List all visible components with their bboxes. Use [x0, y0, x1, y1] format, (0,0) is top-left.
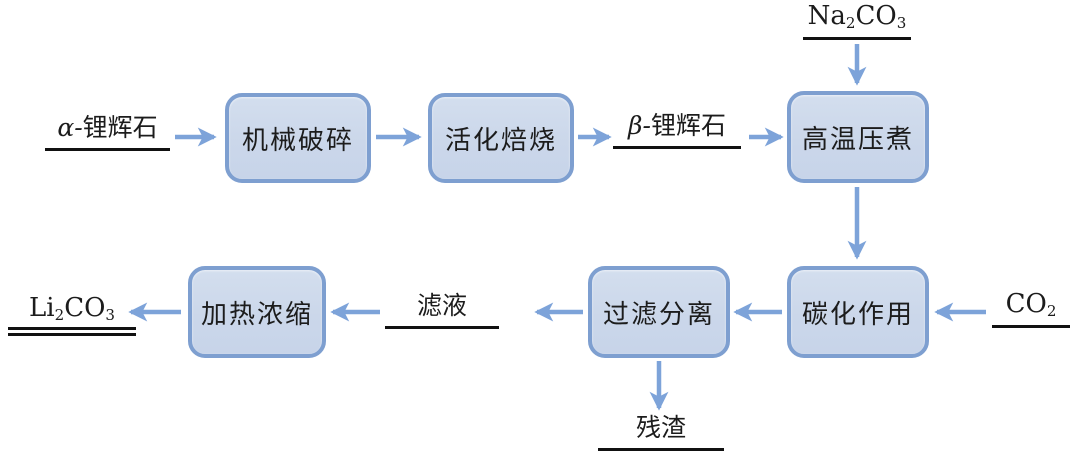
label-text: 滤液 — [416, 291, 467, 320]
label-text: 残渣 — [635, 413, 686, 442]
label-text: Li2CO3 — [29, 293, 115, 324]
label-beta-spodumene: β-锂辉石 — [613, 111, 741, 149]
process-box-filtration-separation: 过滤分离 — [588, 266, 730, 358]
process-box-label: 高温压煮 — [801, 124, 914, 155]
process-box-label: 活化焙烧 — [444, 125, 557, 156]
process-box-label: 加热浓缩 — [200, 299, 313, 330]
process-box-label: 碳化作用 — [801, 299, 914, 330]
process-box-activation-roasting: 活化焙烧 — [428, 93, 574, 183]
process-box-label: 机械破碎 — [241, 125, 354, 156]
process-box-mechanical-crushing: 机械破碎 — [225, 93, 371, 183]
process-box-heating-concentration: 加热浓缩 — [188, 266, 326, 358]
label-text: β-锂辉石 — [628, 111, 726, 140]
label-filtrate: 滤液 — [385, 291, 499, 329]
label-alpha-spodumene: α-锂辉石 — [45, 113, 170, 151]
label-text: α-锂辉石 — [57, 113, 158, 142]
label-co2: CO2 — [992, 289, 1070, 328]
label-na2co3: Na2CO3 — [803, 1, 911, 40]
label-text: CO2 — [1005, 289, 1057, 320]
label-residue: 残渣 — [598, 413, 724, 451]
label-text: Na2CO3 — [807, 1, 907, 32]
process-box-high-temp-pressure-cooking: 高温压煮 — [787, 91, 929, 183]
label-li2co3: Li2CO3 — [8, 293, 136, 336]
process-box-carbonation: 碳化作用 — [787, 266, 929, 358]
process-box-label: 过滤分离 — [602, 299, 715, 330]
